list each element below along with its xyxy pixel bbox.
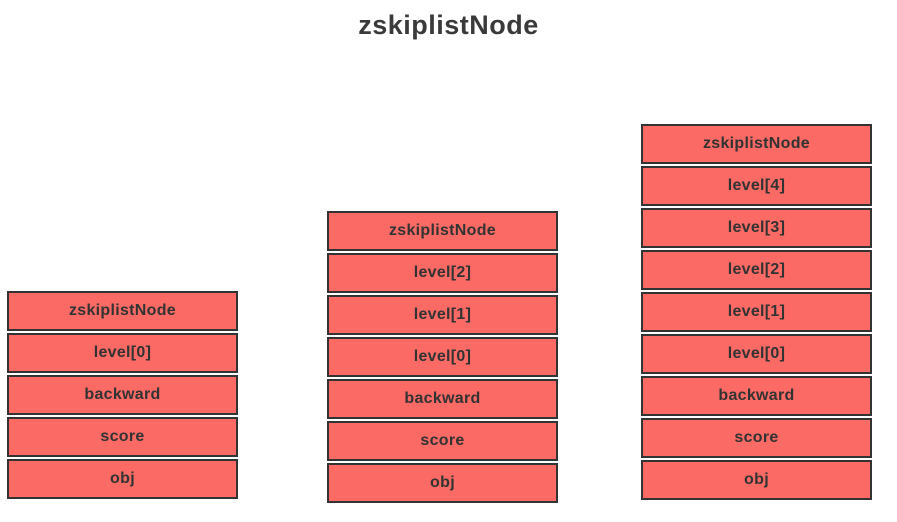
level-4-cell: level[4] <box>641 166 872 206</box>
level-2-cell: level[2] <box>327 253 558 293</box>
level-1-cell: level[1] <box>327 295 558 335</box>
obj-cell: obj <box>641 460 872 500</box>
level-2-cell: level[2] <box>641 250 872 290</box>
zskiplistnode-1-level: zskiplistNode level[0] backward score ob… <box>7 291 238 501</box>
node-header-cell: zskiplistNode <box>327 211 558 251</box>
level-3-cell: level[3] <box>641 208 872 248</box>
zskiplistnode-3-levels: zskiplistNode level[2] level[1] level[0]… <box>327 211 558 505</box>
node-header-cell: zskiplistNode <box>7 291 238 331</box>
score-cell: score <box>327 421 558 461</box>
backward-cell: backward <box>641 376 872 416</box>
score-cell: score <box>641 418 872 458</box>
backward-cell: backward <box>327 379 558 419</box>
level-0-cell: level[0] <box>327 337 558 377</box>
score-cell: score <box>7 417 238 457</box>
obj-cell: obj <box>327 463 558 503</box>
level-0-cell: level[0] <box>7 333 238 373</box>
diagram-title: zskiplistNode <box>358 10 539 40</box>
backward-cell: backward <box>7 375 238 415</box>
node-header-cell: zskiplistNode <box>641 124 872 164</box>
level-0-cell: level[0] <box>641 334 872 374</box>
zskiplistnode-5-levels: zskiplistNode level[4] level[3] level[2]… <box>641 124 872 502</box>
level-1-cell: level[1] <box>641 292 872 332</box>
obj-cell: obj <box>7 459 238 499</box>
